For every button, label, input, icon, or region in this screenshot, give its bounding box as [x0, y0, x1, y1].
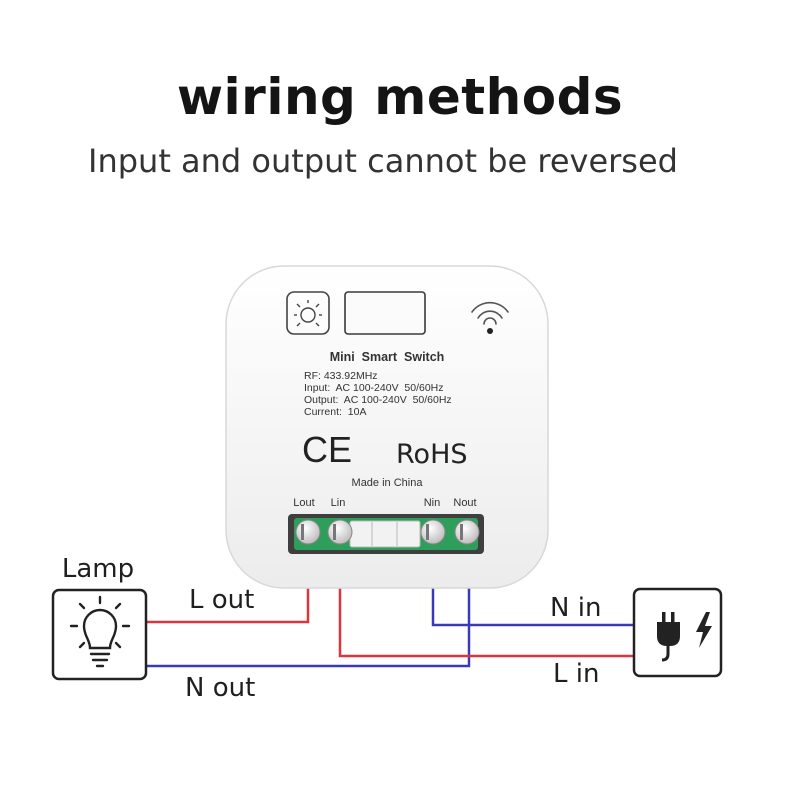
smart-switch-device: Mini Smart Switch RF: 433.92MHz Input: A… [225, 265, 549, 589]
terminal-label-lin: Lin [331, 497, 346, 509]
wire-label-l-out: L out [189, 585, 254, 615]
terminal-screw-nout [454, 519, 480, 545]
diagram-title: wiring methods [176, 68, 624, 126]
power-plug-lightning-icon [657, 612, 712, 662]
made-in-label: Made in China [352, 477, 424, 489]
diagram-subtitle: Input and output cannot be reversed [88, 142, 678, 180]
device-name: Mini Smart Switch [330, 350, 445, 364]
light-bulb-button-icon [294, 300, 322, 327]
spec-current: Current: 10A [304, 406, 366, 418]
terminal-screw-lout [295, 519, 321, 545]
wifi-dot [487, 328, 493, 334]
device-button [286, 291, 330, 335]
terminal-screw-lin [327, 519, 353, 545]
wifi-icon [471, 301, 509, 325]
spec-input: Input: AC 100-240V 50/60Hz [304, 382, 444, 394]
light-bulb-icon [69, 595, 131, 668]
spec-rf: RF: 433.92MHz [304, 370, 378, 382]
spec-output: Output: AC 100-240V 50/60Hz [304, 394, 452, 406]
rohs-mark: RoHS [396, 439, 468, 470]
wire-label-l-in: L in [553, 659, 599, 689]
lamp-label: Lamp [62, 554, 134, 584]
terminal-label-lout: Lout [293, 497, 314, 509]
wire-label-n-in: N in [550, 593, 601, 623]
device-window [344, 291, 426, 335]
lamp-box [51, 588, 148, 681]
terminal-screw-nin [420, 519, 446, 545]
terminal-label-nout: Nout [453, 497, 476, 509]
terminal-label-nin: Nin [424, 497, 441, 509]
wire-label-n-out: N out [185, 673, 255, 703]
ce-mark: CE [302, 429, 352, 470]
